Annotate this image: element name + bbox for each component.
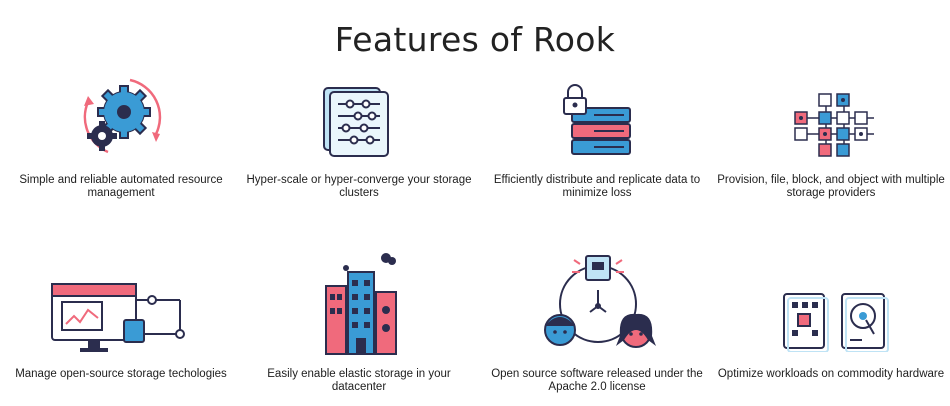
- monitor-network-icon: [51, 283, 185, 352]
- commodity-hardware-icon: [783, 293, 889, 352]
- feature-caption: Easily enable elastic storage in your da…: [267, 368, 451, 393]
- open-source-community-icon: [544, 255, 656, 348]
- feature-elastic-storage: Easily enable elastic storage in your da…: [240, 246, 478, 396]
- feature-manage-technologies: Manage open-source storage techologies: [2, 246, 240, 396]
- feature-caption: Open source software released under the …: [491, 368, 703, 393]
- storage-grid-icon: [794, 93, 874, 157]
- datacenter-buildings-icon: [325, 253, 397, 355]
- feature-caption: Hyper-scale or hyper-converge your stora…: [246, 174, 472, 199]
- page-title: Features of Rook: [334, 20, 616, 60]
- feature-caption: Simple and reliable automated resource m…: [19, 174, 223, 199]
- feature-caption: Manage open-source storage techologies: [15, 368, 227, 380]
- feature-caption: Optimize workloads on commodity hardware: [717, 368, 945, 380]
- feature-hyper-scale: Hyper-scale or hyper-converge your stora…: [240, 60, 478, 210]
- gears-refresh-icon: [83, 78, 162, 154]
- feature-storage-providers: Provision, file, block, and object with …: [712, 60, 950, 210]
- locked-database-icon: [563, 84, 631, 155]
- feature-open-source: Open source software released under the …: [478, 246, 716, 396]
- feature-caption: Efficiently distribute and replicate dat…: [493, 174, 701, 199]
- feature-caption: Provision, file, block, and object with …: [717, 174, 945, 199]
- feature-automated-management: Simple and reliable automated resource m…: [2, 60, 240, 210]
- feature-replicate-data: Efficiently distribute and replicate dat…: [478, 60, 716, 210]
- server-rack-sliders-icon: [323, 87, 389, 157]
- feature-commodity-hardware: Optimize workloads on commodity hardware: [712, 246, 950, 396]
